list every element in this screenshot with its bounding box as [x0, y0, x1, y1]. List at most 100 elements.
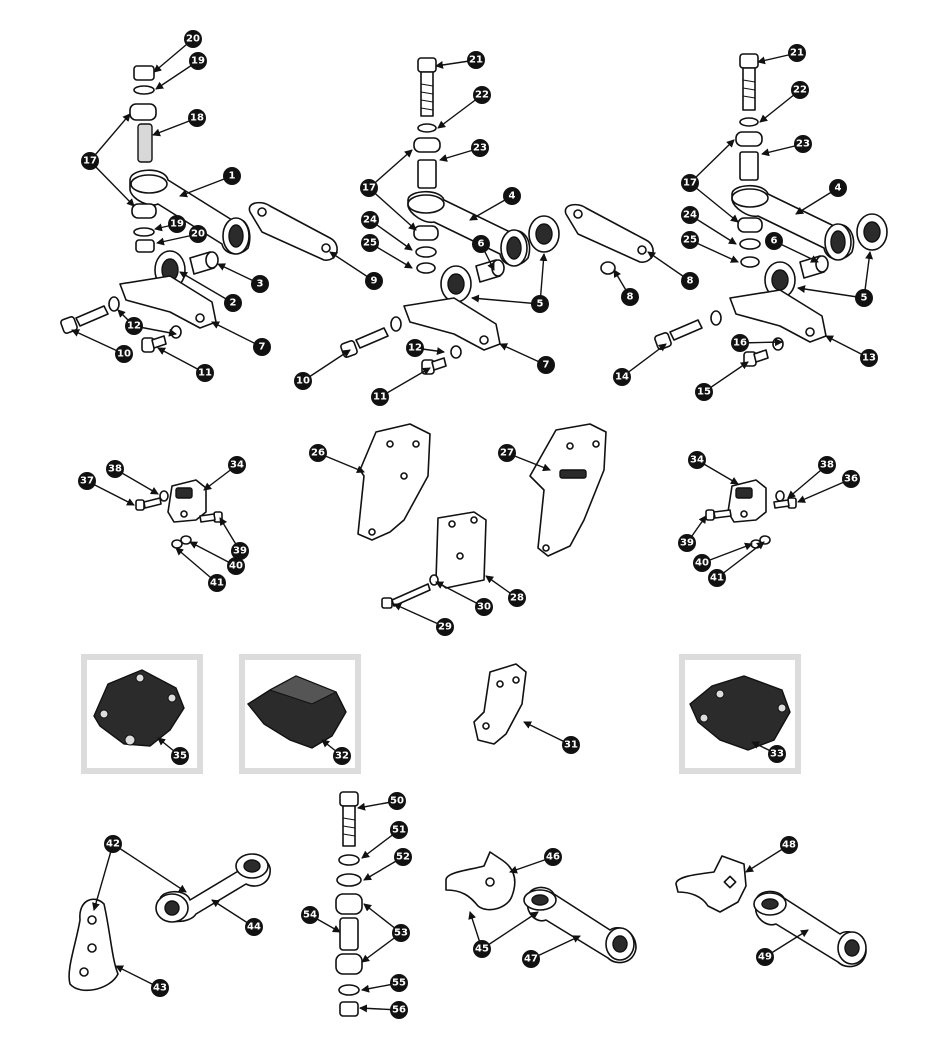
callout-badge: 55 — [390, 974, 408, 992]
callout-badge: 6 — [472, 235, 490, 253]
leader-line — [112, 843, 187, 893]
callout-number: 11 — [198, 368, 212, 379]
callout-number: 44 — [247, 922, 261, 933]
callout-number: 14 — [615, 372, 629, 383]
callout-badge: 26 — [309, 444, 327, 462]
callout-number: 13 — [862, 353, 876, 364]
callout-badge: 24 — [361, 211, 379, 229]
callout-badge: 50 — [388, 792, 406, 810]
callout-number: 25 — [363, 238, 377, 249]
callout-badge: 10 — [115, 345, 133, 363]
callout-number: 5 — [861, 293, 868, 304]
callout-number: 4 — [835, 183, 842, 194]
callout-badge: 27 — [498, 444, 516, 462]
links-row — [68, 791, 867, 1017]
callout-badge: 12 — [406, 339, 424, 357]
callout-number: 27 — [500, 448, 514, 459]
callout-badge: 2 — [224, 294, 242, 312]
leader-line — [797, 478, 852, 503]
callout-number: 8 — [687, 276, 694, 287]
callout-number: 37 — [80, 476, 94, 487]
callout-badge: 29 — [436, 618, 454, 636]
callout-number: 41 — [210, 578, 224, 589]
callout-number: 15 — [697, 387, 711, 398]
callout-badge: 56 — [390, 1001, 408, 1019]
callout-number: 23 — [796, 139, 810, 150]
callout-number: 53 — [394, 928, 408, 939]
assembly-left — [60, 65, 338, 353]
callout-number: 12 — [408, 343, 422, 354]
callout-badge: 13 — [860, 349, 878, 367]
callout-badge: 1 — [223, 167, 241, 185]
callout-number: 7 — [259, 342, 266, 353]
callout-number: 26 — [311, 448, 325, 459]
callout-badge: 44 — [245, 918, 263, 936]
callout-number: 51 — [392, 825, 406, 836]
leader-line — [368, 187, 417, 231]
sleeve-part — [137, 123, 153, 163]
callout-number: 25 — [683, 235, 697, 246]
callout-number: 17 — [683, 178, 697, 189]
leader-line — [179, 175, 233, 198]
callout-badge: 54 — [301, 906, 319, 924]
callout-badge: 48 — [780, 836, 798, 854]
callout-badge: 36 — [842, 470, 860, 488]
leader-line — [481, 911, 539, 950]
brackets-row — [135, 423, 797, 609]
callout-badge: 39 — [231, 542, 249, 560]
callout-badge: 19 — [189, 52, 207, 70]
leader-line — [302, 349, 351, 382]
callout-number: 40 — [229, 561, 243, 572]
callout-badge: 53 — [392, 924, 410, 942]
callout-badge: 17 — [360, 179, 378, 197]
bushing-part — [129, 103, 157, 121]
callout-badge: 42 — [104, 835, 122, 853]
leader-line — [92, 843, 114, 911]
callout-badge: 28 — [508, 589, 526, 607]
callout-number: 55 — [392, 978, 406, 989]
callout-badge: 5 — [855, 289, 873, 307]
leader-line — [797, 285, 865, 299]
callout-badge: 12 — [125, 317, 143, 335]
callout-number: 46 — [546, 852, 560, 863]
leader-line — [368, 149, 413, 189]
assembly-right — [654, 53, 888, 367]
callout-number: 17 — [362, 183, 376, 194]
leader-line — [716, 541, 765, 579]
callout-number: 29 — [438, 622, 452, 633]
callout-badge: 8 — [621, 288, 639, 306]
leader-line — [689, 182, 739, 223]
callout-badge: 4 — [503, 187, 521, 205]
callout-badge: 20 — [189, 225, 207, 243]
callout-number: 34 — [230, 460, 244, 471]
callout-badge: 23 — [471, 139, 489, 157]
callout-badge: 34 — [228, 456, 246, 474]
callout-number: 10 — [296, 376, 310, 387]
callout-number: 20 — [191, 229, 205, 240]
callout-badge: 21 — [788, 44, 806, 62]
callout-number: 20 — [186, 34, 200, 45]
callout-number: 3 — [257, 279, 264, 290]
callout-number: 12 — [127, 321, 141, 332]
callout-badge: 47 — [522, 950, 540, 968]
bolt-part — [60, 305, 109, 334]
callout-number: 8 — [627, 292, 634, 303]
callout-number: 35 — [173, 751, 187, 762]
callout-number: 17 — [83, 156, 97, 167]
callout-badge: 38 — [106, 460, 124, 478]
callout-number: 38 — [108, 464, 122, 475]
callout-badge: 39 — [678, 534, 696, 552]
callout-number: 1 — [229, 171, 236, 182]
callout-badge: 19 — [168, 215, 186, 233]
callout-number: 33 — [770, 749, 784, 760]
rubber-mounts-row — [81, 654, 801, 774]
callout-badge: 8 — [681, 272, 699, 290]
callout-number: 6 — [771, 236, 778, 247]
callout-badge: 17 — [81, 152, 99, 170]
callout-badge: 23 — [794, 135, 812, 153]
mount-33-frame — [679, 654, 801, 774]
callout-badge: 25 — [361, 234, 379, 252]
callout-number: 24 — [363, 215, 377, 226]
callout-badge: 18 — [188, 109, 206, 127]
